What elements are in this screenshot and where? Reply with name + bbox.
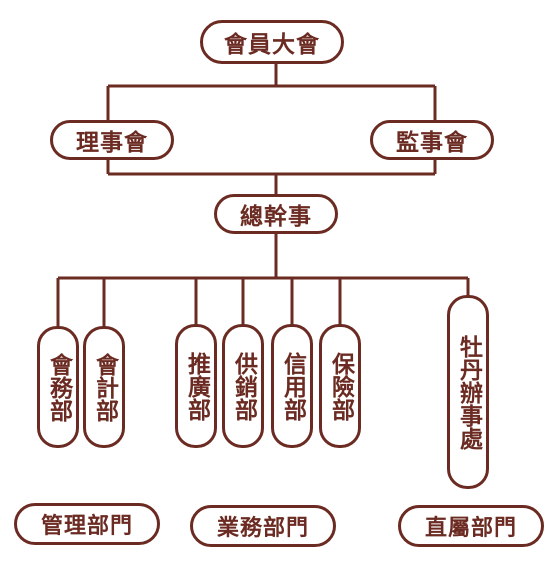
node-dept-general-affairs: 會務部 [37,326,79,448]
node-board-of-supervisors: 監事會 [370,120,494,160]
node-dept-accounting: 會計部 [83,326,125,448]
node-dept-extension: 推廣部 [175,324,217,448]
node-dept-supply-marketing: 供銷部 [222,324,264,448]
node-general-assembly: 會員大會 [200,20,344,64]
node-dept-credit: 信用部 [271,324,313,448]
group-label-direct: 直屬部門 [398,505,544,547]
group-label-management: 管理部門 [14,503,160,545]
node-dept-insurance: 保險部 [319,324,361,448]
node-peony-office: 牡丹辦事處 [447,295,489,489]
group-label-business: 業務部門 [190,505,336,547]
node-board-of-directors: 理事會 [50,120,174,160]
node-general-manager: 總幹事 [214,194,338,234]
